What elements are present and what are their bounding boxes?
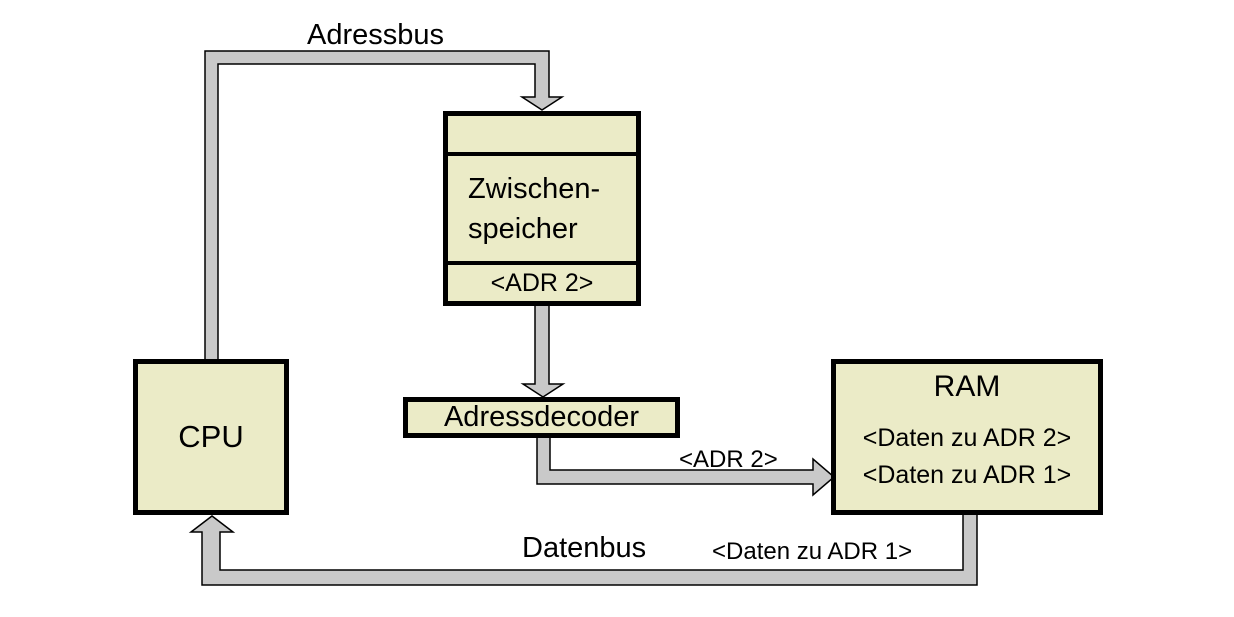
buffer-name: Zwischen- speicher (448, 156, 636, 261)
datenbus-label: Datenbus (522, 532, 647, 564)
cpu-label: CPU (178, 419, 244, 454)
buffer-to-decoder-arrow (520, 302, 566, 398)
buffer-adr2-value: <ADR 2> (490, 268, 594, 297)
ram-title: RAM (933, 370, 1001, 403)
buffer-adr2-slot: <ADR 2> (448, 261, 636, 301)
ram-data-row-adr1: <Daten zu ADR 1> (862, 461, 1072, 489)
buffer-box: Zwischen- speicher <ADR 2> (443, 111, 641, 306)
ram-box: RAM <Daten zu ADR 2> <Daten zu ADR 1> (831, 359, 1103, 515)
adressdecoder-box: Adressdecoder (403, 397, 680, 438)
buffer-name-line1: Zwischen- (468, 172, 601, 205)
buffer-empty-slot (448, 116, 636, 156)
adressdecoder-label: Adressdecoder (443, 401, 640, 433)
decoder-to-ram-pipe (536, 434, 836, 497)
adressbus-label: Adressbus (307, 19, 445, 51)
cpu-box: CPU (133, 359, 289, 515)
datenbus-value-label: <Daten zu ADR 1> (712, 538, 913, 565)
datenbus-pipe (188, 512, 978, 586)
ram-data-row-adr2: <Daten zu ADR 2> (862, 424, 1072, 452)
buffer-name-line2: speicher (468, 212, 578, 245)
decoder-bus-value-label: <ADR 2> (679, 446, 778, 473)
adressbus-pipe (204, 50, 565, 361)
